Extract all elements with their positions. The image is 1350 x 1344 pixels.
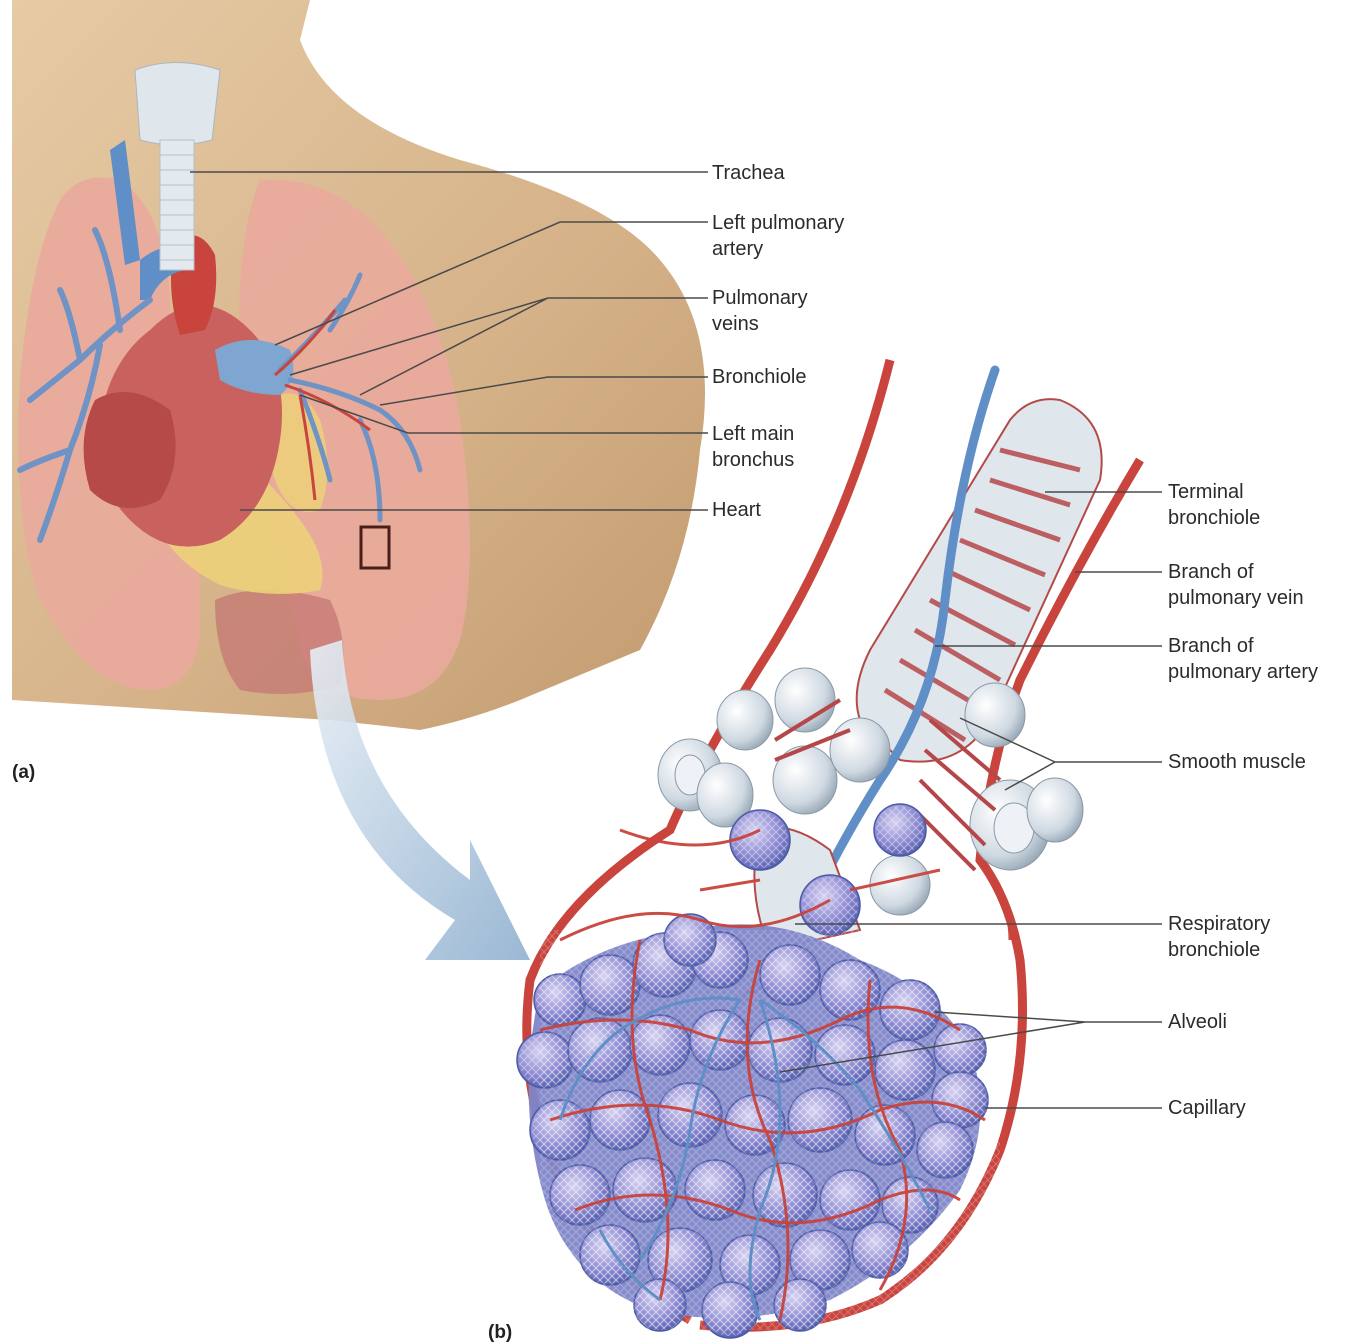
leader-left-main-bronchus bbox=[299, 394, 708, 434]
label-capillary: Capillary bbox=[1168, 1097, 1246, 1119]
label-smooth-muscle: Smooth muscle bbox=[1168, 751, 1306, 773]
label-bronchiole: Bronchiole bbox=[712, 366, 807, 388]
label-line: Branch of bbox=[1168, 635, 1254, 657]
magnification-box bbox=[359, 525, 391, 570]
label-line: bronchiole bbox=[1168, 939, 1261, 961]
leader-pulmonary-veins bbox=[289, 297, 708, 396]
label-terminal-bronchiole: Terminal bronchiole bbox=[1168, 479, 1260, 531]
label-branch-pulmonary-artery: Branch of pulmonary artery bbox=[1168, 633, 1318, 685]
label-line: veins bbox=[712, 313, 759, 335]
label-line: artery bbox=[712, 238, 764, 260]
panel-label-a: (a) bbox=[12, 762, 36, 783]
label-left-main-bronchus: Left main bronchus bbox=[712, 421, 794, 473]
label-branch-pulmonary-vein: Branch of pulmonary vein bbox=[1168, 559, 1304, 611]
alveolus-mesh bbox=[802, 877, 858, 933]
zoom-arrow bbox=[310, 640, 530, 960]
label-line: Respiratory bbox=[1168, 913, 1271, 935]
alveolus-mesh bbox=[732, 812, 788, 868]
label-line: Pulmonary bbox=[712, 287, 808, 309]
alveolus-mesh bbox=[876, 806, 924, 854]
right-bronchial-tree bbox=[17, 227, 153, 543]
label-line: Left pulmonary bbox=[712, 212, 845, 234]
label-alveoli: Alveoli bbox=[1168, 1011, 1227, 1033]
label-line: bronchus bbox=[712, 449, 795, 471]
torso-illustration bbox=[12, 0, 705, 730]
blue-capillaries bbox=[558, 996, 932, 1321]
label-trachea: Trachea bbox=[712, 162, 785, 184]
label-line: Terminal bbox=[1168, 481, 1244, 503]
label-respiratory-bronchiole: Respiratory bronchiole bbox=[1168, 911, 1270, 963]
leader-left-pulmonary-artery bbox=[274, 221, 708, 346]
label-pulmonary-veins: Pulmonary veins bbox=[712, 285, 808, 337]
leader-bronchiole bbox=[379, 376, 708, 406]
capillary-network bbox=[539, 828, 1012, 1321]
leader-smooth-muscle bbox=[959, 717, 1162, 791]
label-line: pulmonary artery bbox=[1168, 661, 1319, 683]
trachea bbox=[134, 62, 221, 271]
label-line: Branch of bbox=[1168, 561, 1254, 583]
label-line: Left main bbox=[712, 423, 795, 445]
panel-label-b: (b) bbox=[488, 1322, 513, 1343]
smooth-muscle-rings bbox=[657, 667, 1084, 916]
label-line: bronchiole bbox=[1168, 507, 1261, 529]
label-left-pulmonary-artery: Left pulmonary artery bbox=[712, 210, 844, 262]
label-line: pulmonary vein bbox=[1168, 587, 1304, 609]
leader-alveoli bbox=[779, 1011, 1162, 1073]
bronchiole-illustration bbox=[516, 358, 1144, 1339]
label-heart: Heart bbox=[712, 499, 761, 521]
leader-lines bbox=[190, 171, 1162, 1109]
